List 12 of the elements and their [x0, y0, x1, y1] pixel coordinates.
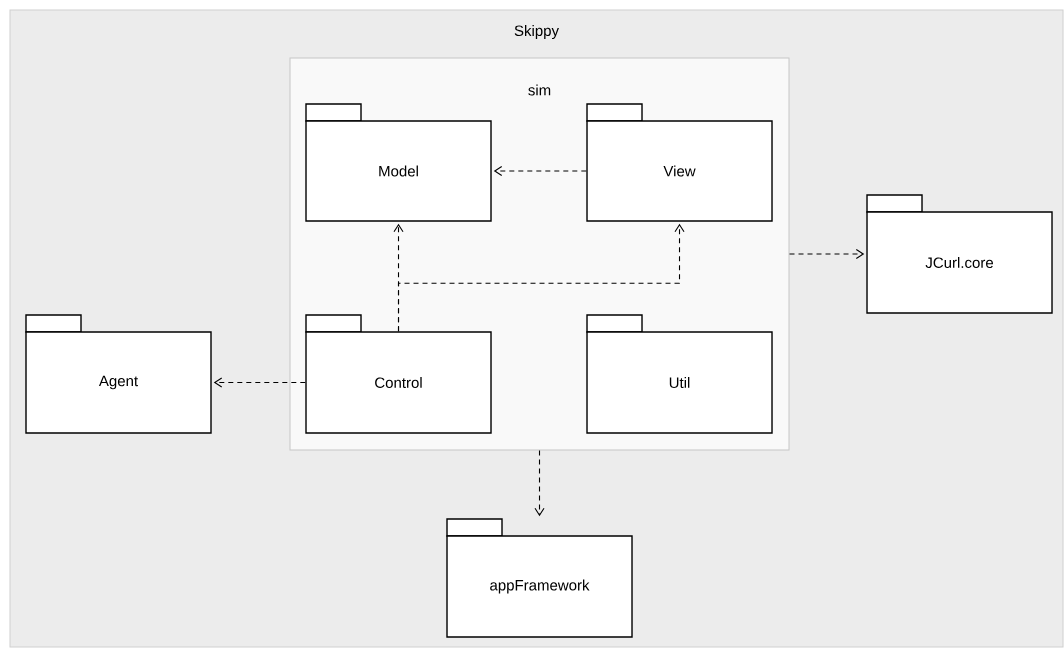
dependency-arrow: [213, 377, 306, 388]
package-box: Control: [305, 314, 492, 434]
dependency-arrow: [397, 223, 685, 332]
dependency-arrow: [788, 248, 865, 260]
package-box: Agent: [25, 314, 212, 434]
dependency-arrow: [493, 165, 587, 177]
package-box: JCurl.core: [866, 194, 1053, 314]
package-box: View: [586, 103, 773, 222]
dependency-arrow: [534, 449, 545, 517]
package-box: appFramework: [446, 518, 633, 638]
package-box: Model: [305, 103, 492, 222]
package-box: Util: [586, 314, 773, 434]
